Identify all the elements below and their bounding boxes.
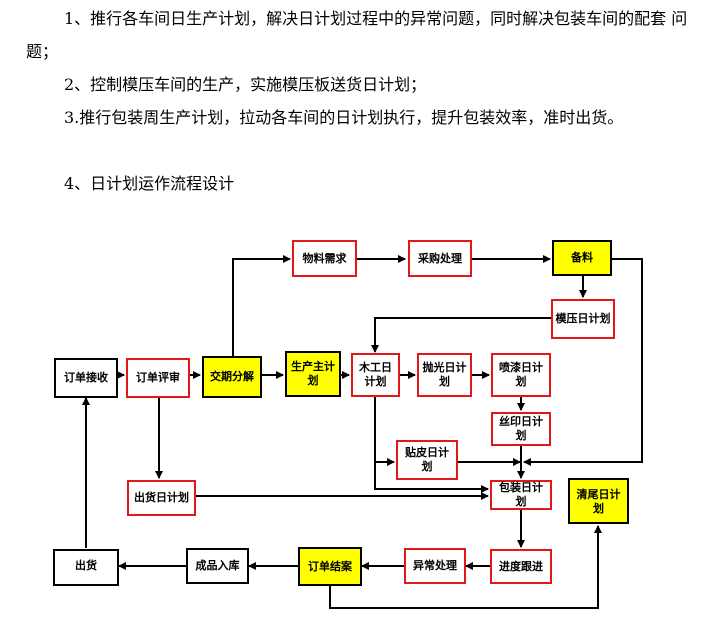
delivery-breakdown-box: 交期分解 — [202, 356, 262, 398]
stock-preparation-box: 备料 — [552, 240, 612, 276]
order-review-box: 订单评审 — [126, 358, 190, 398]
arrow-stock-to-packing — [523, 258, 643, 466]
woodwork-daily-plan-box: 木工日计划 — [351, 353, 400, 397]
cleanup-daily-plan-box: 清尾日计划 — [568, 478, 629, 524]
production-plan-box: 生产主计划 — [285, 351, 341, 397]
progress-follow-up-box: 进度跟进 — [490, 549, 552, 584]
arrow-woodwork-to-veneer — [374, 397, 395, 466]
molding-daily-plan-box: 模压日计划 — [551, 299, 615, 339]
painting-daily-plan-box: 喷漆日计划 — [491, 353, 551, 397]
arrow-woodwork-to-packing — [374, 462, 489, 493]
purchase-processing-box: 采购处理 — [408, 240, 472, 277]
paragraph-3: 3.推行包装周生产计划，拉动各车间的日计划执行，提升包装效率，准时出货。 — [64, 108, 624, 127]
paragraph-2: 2、控制模压车间的生产，实施模压板送货日计划； — [64, 75, 427, 94]
arrow-molding-to-woodwork — [371, 317, 551, 353]
polishing-daily-plan-box: 抛光日计划 — [417, 353, 472, 397]
finished-goods-storage-box: 成品入库 — [186, 548, 249, 584]
material-demand-box: 物料需求 — [292, 240, 357, 277]
shipment-box: 出货 — [53, 549, 119, 586]
veneer-daily-plan-box: 贴皮日计划 — [396, 440, 458, 480]
shipping-daily-plan-box: 出货日计划 — [127, 480, 196, 516]
arrow-closure-to-cleanup — [329, 525, 602, 609]
order-closure-box: 订单结案 — [298, 547, 362, 586]
paragraph-1: 1、推行各车间日生产计划，解决日计划过程中的异常问题，同时解决包装车间的配套 问… — [26, 9, 688, 61]
arrow-breakdown-to-material — [232, 255, 291, 357]
packing-daily-plan-box: 包装日计划 — [490, 480, 552, 510]
paragraph-4: 4、日计划运作流程设计 — [64, 174, 235, 193]
silkscreen-daily-plan-box: 丝印日计划 — [491, 412, 551, 446]
order-receive-box: 订单接收 — [54, 358, 118, 398]
exception-handling-box: 异常处理 — [404, 548, 466, 584]
